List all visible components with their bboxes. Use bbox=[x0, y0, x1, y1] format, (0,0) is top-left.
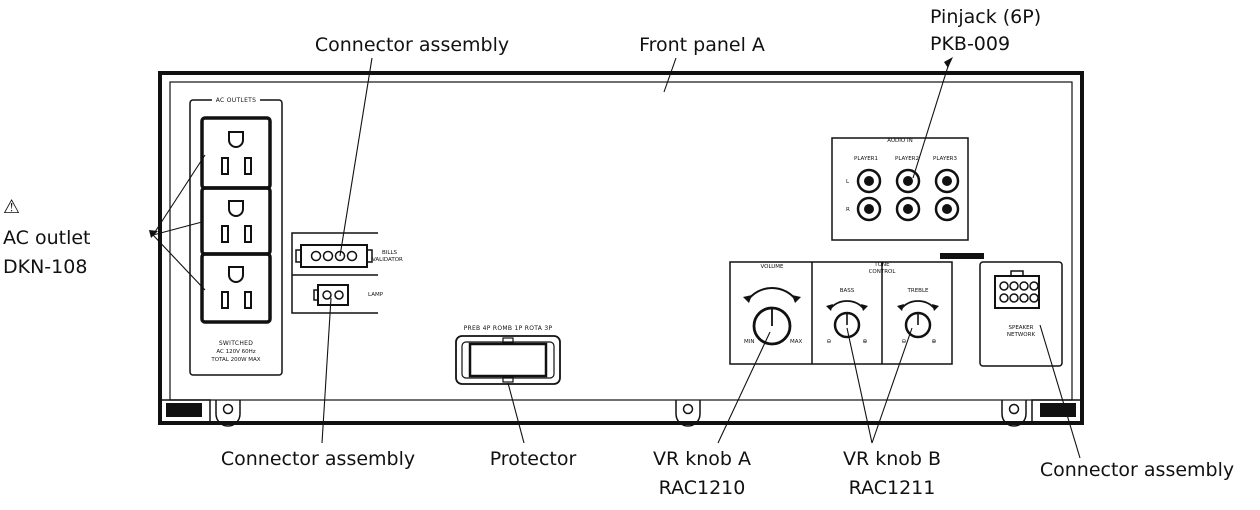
ac-outlet-1 bbox=[200, 116, 272, 190]
screw-tab-left bbox=[215, 400, 241, 427]
callout-vr-knob-a-2: RAC1210 bbox=[659, 477, 746, 499]
player2-label: PLAYER2 bbox=[895, 156, 919, 162]
callout-front-panel: Front panel A bbox=[639, 34, 765, 56]
speaker-label-1: SPEAKER bbox=[1009, 325, 1034, 331]
switched-label: SWITCHED bbox=[219, 340, 253, 347]
leader-vr-knob-b-1 bbox=[846, 327, 873, 444]
callout-connector-assembly-top: Connector assembly bbox=[315, 34, 509, 56]
leader-front-panel bbox=[663, 57, 677, 93]
callout-labels: Connector assembly Front panel A Pinjack… bbox=[3, 6, 1234, 499]
leader-connector-bottom-left bbox=[321, 297, 332, 444]
leader-vr-knob-b-2 bbox=[871, 327, 913, 444]
callout-ac-outlet-2: DKN-108 bbox=[3, 256, 87, 278]
speaker-network-block: SPEAKER NETWORK bbox=[979, 261, 1063, 367]
leader-ac-2 bbox=[152, 221, 203, 236]
speaker-connector bbox=[994, 270, 1040, 309]
ac-outlets-title: AC OUTLETS bbox=[216, 97, 256, 104]
screw-tab-center bbox=[675, 400, 701, 427]
panel-slot bbox=[940, 253, 984, 259]
switched-rating: AC 120V 60Hz bbox=[216, 349, 255, 355]
ac-outlets-block: AC OUTLETS SWITCHED AC 120V 60Hz TOTAL 2… bbox=[189, 95, 283, 376]
callout-protector: Protector bbox=[490, 448, 577, 470]
bass-minus: ⊖ bbox=[826, 338, 831, 345]
callout-vr-knob-b-1: VR knob B bbox=[843, 448, 941, 470]
screw-tab-right bbox=[1001, 400, 1027, 427]
leader-connector-top bbox=[339, 57, 373, 257]
callout-pinjack-2: PKB-009 bbox=[930, 33, 1010, 55]
bills-validator-label-1: BILLS bbox=[382, 250, 398, 256]
pinjack-row-l bbox=[856, 168, 960, 194]
leader-vr-knob-a bbox=[717, 331, 771, 444]
audio-in-block: AUDIO IN PLAYER1 PLAYER2 PLAYER3 L R bbox=[831, 137, 984, 259]
bills-validator-label-2: VALIDATOR bbox=[372, 257, 403, 263]
volume-label: VOLUME bbox=[760, 264, 784, 270]
channel-l-label: L bbox=[846, 179, 850, 185]
callout-vr-knob-b-2: RAC1211 bbox=[849, 477, 936, 499]
ac-outlet-2 bbox=[200, 186, 272, 256]
volume-min-label: MIN bbox=[744, 339, 754, 345]
warning-icon: ⚠ bbox=[3, 196, 20, 218]
protector-ratings: PREB 4P ROMB 1P ROTA 3P bbox=[464, 325, 553, 332]
leader-ac-1 bbox=[152, 154, 206, 236]
bills-validator-connector bbox=[295, 244, 373, 268]
callout-ac-outlet-1: AC outlet bbox=[3, 227, 91, 249]
right-foot bbox=[1040, 403, 1076, 417]
protector-block: PREB 4P ROMB 1P ROTA 3P bbox=[455, 325, 561, 385]
treble-label: TREBLE bbox=[907, 288, 929, 294]
player3-label: PLAYER3 bbox=[933, 156, 957, 162]
leader-connector-bottom-right bbox=[1039, 324, 1081, 459]
player1-label: PLAYER1 bbox=[854, 156, 878, 162]
speaker-label-2: NETWORK bbox=[1007, 332, 1036, 338]
tone-label-1: TONE bbox=[873, 262, 890, 268]
control-block: VOLUME MIN MAX TONE CONTROL BASS ⊖ ⊕ TRE… bbox=[729, 261, 953, 365]
callout-vr-knob-a-1: VR knob A bbox=[653, 448, 751, 470]
lamp-connector bbox=[313, 284, 349, 306]
treble-plus: ⊕ bbox=[931, 338, 936, 345]
bass-label: BASS bbox=[840, 288, 855, 294]
lamp-label: LAMP bbox=[368, 292, 384, 298]
tone-label-2: CONTROL bbox=[869, 269, 897, 275]
left-foot bbox=[166, 403, 202, 417]
bills-lamp-block: BILLS VALIDATOR LAMP bbox=[291, 232, 403, 314]
ac-outlet-3 bbox=[200, 252, 272, 324]
chassis bbox=[158, 71, 1084, 427]
bass-knob bbox=[826, 300, 868, 339]
callout-pinjack-1: Pinjack (6P) bbox=[930, 6, 1041, 28]
treble-minus: ⊖ bbox=[901, 338, 906, 345]
callout-connector-assembly-bottom-left: Connector assembly bbox=[221, 448, 415, 470]
audio-in-label: AUDIO IN bbox=[887, 138, 912, 144]
pinjack-arrow-tip bbox=[944, 57, 953, 68]
callout-connector-assembly-bottom-right: Connector assembly bbox=[1040, 459, 1234, 481]
volume-knob bbox=[743, 287, 801, 346]
pinjack-row-r bbox=[856, 196, 960, 222]
leader-pinjack bbox=[912, 59, 951, 179]
switched-total: TOTAL 200W MAX bbox=[210, 357, 260, 363]
leader-protector bbox=[507, 382, 525, 444]
bass-plus: ⊕ bbox=[862, 338, 867, 345]
leader-lines bbox=[152, 57, 1081, 459]
ac-outlet-arrow-tip bbox=[149, 230, 158, 238]
channel-r-label: R bbox=[846, 207, 850, 213]
leader-ac-3 bbox=[152, 234, 206, 291]
treble-knob bbox=[897, 300, 939, 339]
volume-max-label: MAX bbox=[790, 339, 803, 345]
